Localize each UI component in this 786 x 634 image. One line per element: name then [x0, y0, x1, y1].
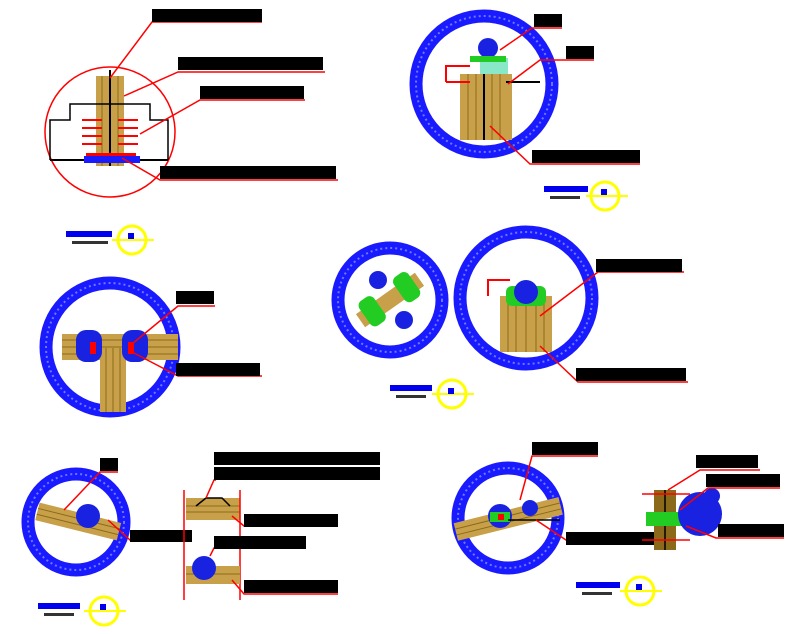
label-bar: [100, 458, 118, 471]
bolt-head: [478, 38, 498, 58]
bolt-head: [76, 504, 100, 528]
detail-callout-symbol: [66, 224, 154, 256]
label-bar: [214, 452, 380, 465]
label-bar: [576, 368, 686, 381]
label-bar: [176, 363, 260, 376]
label-bar: [566, 46, 594, 59]
label-bar: [596, 259, 682, 272]
detail-6: [451, 442, 784, 607]
detail-circle: [44, 66, 176, 198]
bolt-head: [522, 500, 538, 516]
detail-callout-symbol: [576, 575, 662, 607]
label-bar: [532, 150, 640, 163]
bolt-head: [192, 556, 216, 580]
label-bar: [532, 442, 598, 455]
bolt-head: [76, 330, 102, 362]
label-bar: [214, 536, 306, 549]
bolt-head: [514, 280, 538, 304]
label-bar: [130, 530, 192, 542]
label-bar: [718, 524, 784, 537]
base-plate: [84, 156, 140, 163]
label-bar: [176, 291, 214, 304]
detail-2: [409, 9, 640, 212]
timber-post: [460, 74, 512, 140]
detail-callout-symbol: [38, 595, 126, 627]
label-bar: [534, 14, 562, 27]
bolt-head: [358, 296, 386, 327]
bolt-head: [393, 272, 421, 303]
detail-callout-symbol: [390, 378, 474, 410]
detail-callout-symbol: [544, 180, 628, 212]
label-bar: [178, 57, 323, 70]
label-bar: [706, 474, 780, 487]
detail-4: [331, 225, 688, 410]
label-bar: [566, 532, 660, 545]
label-bar: [160, 166, 336, 179]
detail-3: [39, 276, 262, 418]
label-bar: [696, 455, 758, 468]
label-bar: [200, 86, 304, 99]
label-bar: [244, 514, 338, 527]
detail-1: [44, 9, 338, 256]
label-bar: [214, 467, 380, 480]
label-bar: [244, 580, 338, 593]
detail-5: [21, 452, 380, 627]
label-bar: [152, 9, 262, 22]
